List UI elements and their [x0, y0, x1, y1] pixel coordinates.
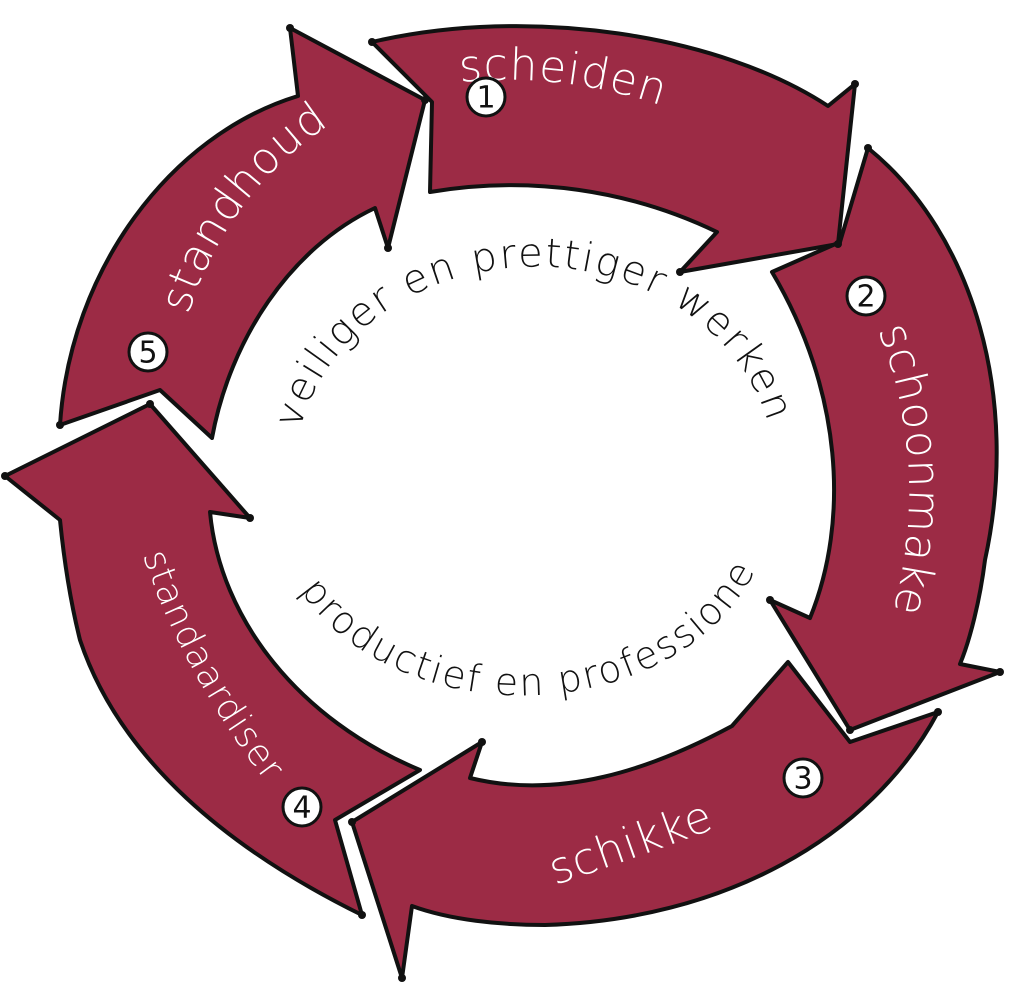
step-4-number: 4	[292, 791, 311, 826]
step-3-number-badge: 3	[782, 757, 824, 799]
step-1-number: 1	[476, 81, 495, 116]
arrow-schikken	[350, 660, 940, 980]
arrow-schoonmaken	[768, 146, 1002, 732]
step-5-number-badge: 5	[127, 331, 169, 373]
arrow-standhouden	[58, 26, 427, 440]
arrow-scheiden	[370, 24, 857, 274]
arrow-standaardiseren	[3, 402, 422, 917]
step-5-number: 5	[138, 336, 157, 371]
corner-dots	[1, 24, 1004, 982]
step-3-number: 3	[793, 762, 812, 797]
step-2-number: 2	[856, 280, 875, 315]
step-1-number-badge: 1	[465, 76, 507, 118]
step-4-number-badge: 4	[281, 786, 323, 828]
step-2-number-badge: 2	[845, 275, 887, 317]
